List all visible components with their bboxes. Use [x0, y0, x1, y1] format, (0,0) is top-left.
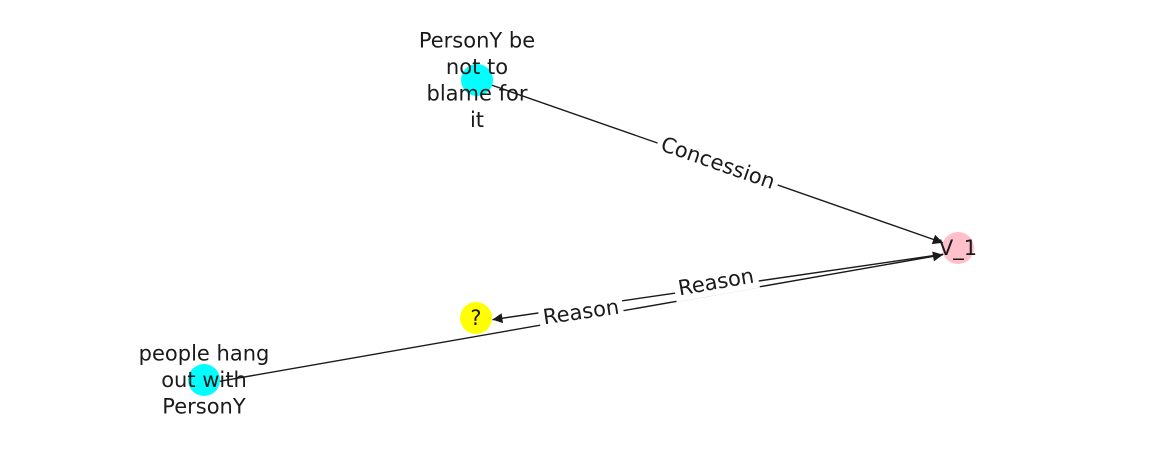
node-label-line: it — [470, 108, 484, 132]
node-label-line: ? — [470, 306, 481, 330]
node-label-line: not to — [446, 55, 508, 79]
node-label-line: PersonY be — [419, 28, 535, 52]
edge-label-background — [537, 293, 625, 331]
node-label-line: blame for — [427, 81, 528, 105]
node-v1[interactable] — [942, 232, 974, 264]
edge-label-group: Reason — [537, 293, 625, 331]
node-n1[interactable] — [461, 64, 493, 96]
node-label-q: ? — [470, 306, 481, 330]
node-label-line: V_1 — [939, 236, 977, 261]
edge-label-group: Concession — [653, 129, 783, 197]
node-n2[interactable] — [188, 364, 220, 396]
edge-label-background — [653, 129, 783, 197]
edge-label-background — [672, 261, 760, 303]
node-label-line: PersonY — [162, 395, 246, 419]
node-label-v1: V_1 — [939, 236, 977, 261]
edge-label-group: Reason — [672, 261, 760, 303]
node-q[interactable] — [460, 302, 492, 334]
edge-label: Concession — [658, 132, 778, 194]
node-label-line: people hang — [139, 342, 270, 366]
node-label-line: out with — [161, 368, 247, 392]
